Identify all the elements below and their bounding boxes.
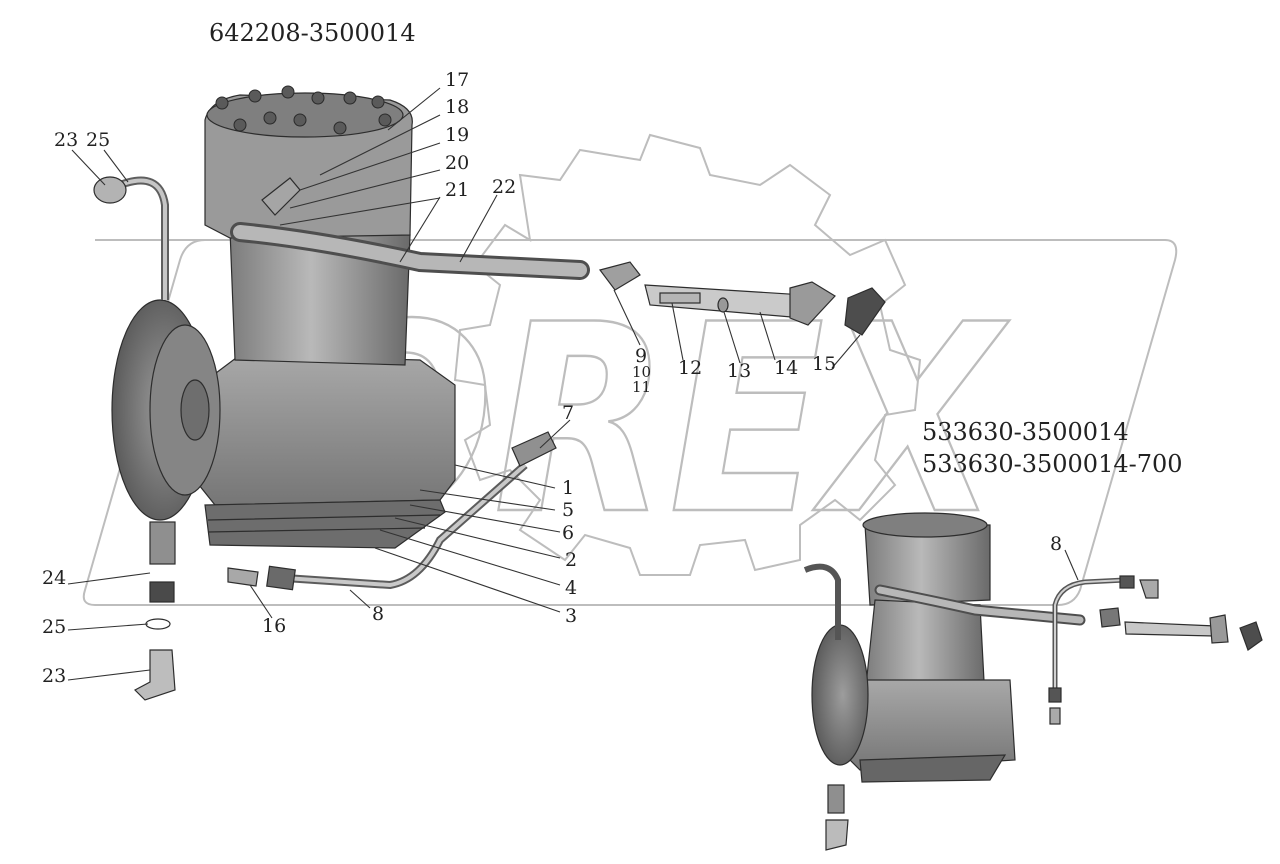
watermark-logo <box>82 133 1178 606</box>
callout-8: 8 <box>372 603 384 625</box>
callout-13: 13 <box>727 360 751 382</box>
callout-5: 5 <box>562 499 574 521</box>
callout-21: 21 <box>445 179 469 201</box>
drain-fitting <box>149 521 176 565</box>
callout-7: 7 <box>562 402 574 424</box>
callout-15: 15 <box>812 353 836 375</box>
callout-8-alt: 8 <box>1050 533 1062 555</box>
callout-16: 16 <box>262 615 286 637</box>
callout-12: 12 <box>678 357 702 379</box>
callout-9: 9 <box>635 345 647 367</box>
callout-23-top: 23 <box>54 129 78 151</box>
callout-22: 22 <box>492 176 516 198</box>
upper-elbow <box>93 176 127 204</box>
callout-11: 11 <box>632 378 651 396</box>
callout-6: 6 <box>562 522 574 544</box>
leader-lines <box>67 87 1079 681</box>
watermark-gear <box>453 133 922 576</box>
callout-17: 17 <box>445 69 469 91</box>
callout-25-bottom: 25 <box>42 616 66 638</box>
callout-2: 2 <box>565 549 577 571</box>
watermark-frame <box>82 239 1178 606</box>
callout-20: 20 <box>445 152 469 174</box>
flange-14 <box>789 281 836 326</box>
crankcase <box>194 354 456 506</box>
gasket-15 <box>844 287 886 336</box>
fitting-7 <box>511 431 557 467</box>
callout-18: 18 <box>445 96 469 118</box>
washer-13 <box>717 297 729 313</box>
callout-14: 14 <box>774 357 798 379</box>
title-main: 642208-3500014 <box>209 19 416 47</box>
title-alt-1: 533630-3500014 <box>922 418 1129 446</box>
callout-4: 4 <box>565 577 577 599</box>
washer-25 <box>145 618 171 630</box>
callout-23-bottom: 23 <box>42 665 66 687</box>
clamp-9 <box>598 261 641 291</box>
fitting-16 <box>227 567 259 587</box>
head-top <box>206 92 404 138</box>
callout-24: 24 <box>42 567 66 589</box>
nut-16 <box>266 565 296 591</box>
main-compressor <box>93 85 590 701</box>
bolt-12 <box>659 292 701 304</box>
head-bolts <box>215 85 392 135</box>
bottom-plates <box>204 499 446 549</box>
title-alt-2: 533630-3500014-700 <box>922 450 1183 478</box>
callout-10: 10 <box>632 363 651 381</box>
callout-25-top: 25 <box>86 129 110 151</box>
alt-compressor <box>803 512 1263 851</box>
elbow-23 <box>134 649 176 701</box>
callout-3: 3 <box>565 605 577 627</box>
callout-1: 1 <box>562 477 574 499</box>
exploded-parts <box>598 261 886 336</box>
callout-19: 19 <box>445 124 469 146</box>
